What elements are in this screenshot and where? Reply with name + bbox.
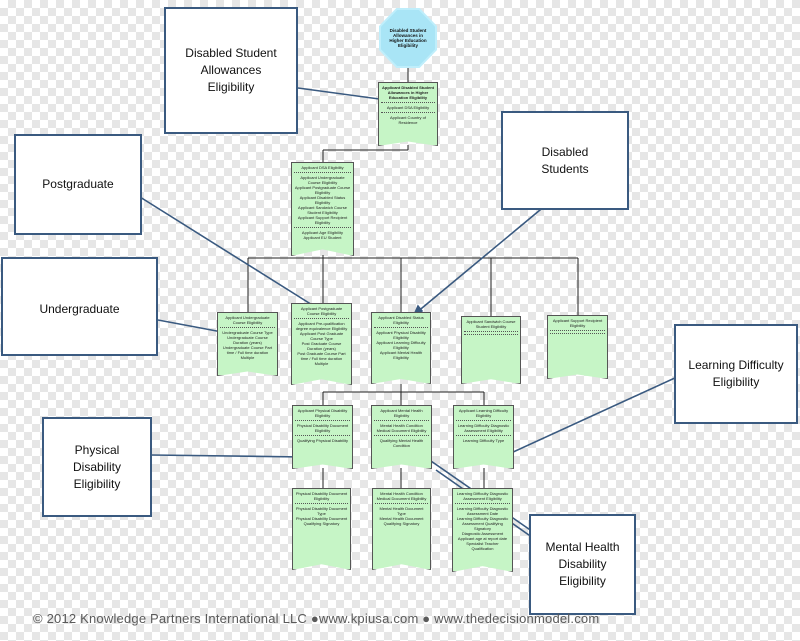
node-learning-difficulty[interactable]: Applicant Learning Difficulty Eligibilit…: [453, 405, 514, 469]
node-row: Undergraduate Course Part time / Full ti…: [222, 345, 273, 360]
callout-undergraduate: Undergraduate: [1, 257, 158, 356]
callout-dsa-eligibility: Disabled Student Allowances Eligibility: [164, 7, 298, 134]
node-separator: [295, 503, 348, 504]
node-row: Applicant Disabled Status Eligibility: [299, 195, 346, 205]
node-title: Applicant Disabled Status Eligibility: [378, 315, 424, 325]
node-row: Specialist Teacher Qualification: [466, 541, 499, 551]
node-row: Applicant EU Student: [303, 235, 342, 240]
node-separator: [550, 333, 605, 334]
node-row: Applicant Postgraduate Course Eligibilit…: [294, 185, 351, 195]
node-title: Applicant Support Recipient Eligibility: [552, 318, 603, 328]
node-row: Learning Difficulty Diagnostic Assessmen…: [456, 506, 509, 516]
node-title: Applicant DSA Eligibility: [301, 165, 344, 170]
root-octagon[interactable]: Disabled Student Allowances in Higher Ed…: [381, 10, 435, 66]
callout-learning-difficulty: Learning Difficulty Eligibility: [674, 324, 798, 424]
node-row: Physical Disability Document Type: [295, 506, 348, 516]
node-mental-document[interactable]: Mental Health Condition Medical Document…: [372, 488, 431, 570]
callout-mental-health: Mental Health Disability Eligibility: [529, 514, 636, 615]
node-title: Applicant Mental Health Eligibility: [380, 408, 423, 418]
node-row: Undergraduate Course Duration (years): [227, 335, 268, 345]
node-row: Applicant Post Graduate Course Type: [299, 331, 344, 341]
callout-text: Undergraduate: [39, 302, 120, 316]
node-separator: [381, 102, 435, 103]
node-physical-document[interactable]: Physical Disability Document Eligibility…: [292, 488, 351, 570]
node-separator: [550, 330, 605, 331]
node-row: Applicant DSA Eligibility: [386, 105, 430, 110]
node-learning-diagnostic[interactable]: Learning Difficulty Diagnostic Assessmen…: [452, 488, 513, 572]
node-disabled-status[interactable]: Applicant Disabled Status Eligibility Ap…: [371, 312, 431, 384]
node-separator: [456, 420, 511, 421]
node-row: Qualifying Mental Health Condition: [379, 438, 424, 448]
root-title: Disabled Student Allowances in Higher Ed…: [389, 28, 427, 48]
node-row: Learning Difficulty Diagnostic Assessmen…: [456, 516, 509, 531]
node-title: Physical Disability Document Eligibility: [295, 491, 348, 501]
node-separator: [374, 420, 429, 421]
node-row: Undergraduate Course Type: [222, 330, 273, 335]
node-separator: [455, 503, 510, 504]
node-separator: [464, 334, 518, 335]
node-row: Post Graduate Course Duration (years): [301, 341, 342, 351]
node-row: Learning Difficulty Type: [462, 438, 505, 443]
copyright-footer: © 2012 Knowledge Partners International …: [33, 611, 600, 626]
node-row: Mental Health Document Qualifying Signat…: [379, 516, 424, 526]
node-row: Applicant Age Eligibility: [301, 230, 344, 235]
node-title: Applicant Sandwich Course Student Eligib…: [466, 319, 516, 329]
node-row: Post Graduate Course Part time / Full ti…: [297, 351, 346, 366]
node-title: Learning Difficulty Diagnostic Assessmen…: [456, 491, 509, 501]
node-row: Mental Health Condition Medical Document…: [376, 423, 427, 433]
node-separator: [374, 327, 428, 328]
node-separator: [456, 435, 511, 436]
node-row: Physical Disability Document Eligibility: [296, 423, 349, 433]
callout-text: Mental Health Disability Eligibility: [545, 540, 620, 588]
node-title: Applicant Undergraduate Course Eligibili…: [225, 315, 270, 325]
node-row: Applicant Sandwich Course Student Eligib…: [298, 205, 347, 215]
node-row: Applicant Physical Disability Eligibilit…: [376, 330, 426, 340]
callout-text: Disabled Student Allowances Eligibility: [185, 46, 277, 94]
callout-text: Postgraduate: [42, 177, 114, 191]
node-row: Applicant Pre-qualification degree equiv…: [295, 321, 348, 331]
node-row: Diagnostic Assessment Applicant age at r…: [457, 531, 508, 541]
node-separator: [294, 227, 351, 228]
node-support-recipient[interactable]: Applicant Support Recipient Eligibility: [547, 315, 608, 379]
node-separator: [374, 435, 429, 436]
node-mental-health[interactable]: Applicant Mental Health Eligibility Ment…: [371, 405, 432, 469]
node-title: Applicant Physical Disability Eligibilit…: [297, 408, 348, 418]
callout-text: Disabled Students: [541, 144, 589, 176]
callout-physical-disability: Physical Disability Eligibility: [42, 417, 152, 517]
node-row: Physical Disability Document Qualifying …: [295, 516, 348, 526]
callout-disabled-students: Disabled Students: [501, 111, 629, 210]
node-separator: [294, 172, 351, 173]
node-row: Applicant Undergraduate Course Eligibili…: [300, 175, 345, 185]
node-separator: [381, 112, 435, 113]
node-title: Applicant Postgraduate Course Eligibilit…: [300, 306, 343, 316]
node-separator: [295, 420, 350, 421]
node-row: Applicant Support Recipient Eligibility: [297, 215, 348, 225]
node-row: Applicant Country of Residence: [389, 115, 427, 125]
node-separator: [220, 327, 275, 328]
node-separator: [294, 318, 349, 319]
node-sandwich[interactable]: Applicant Sandwich Course Student Eligib…: [461, 316, 521, 384]
callout-text: Learning Difficulty Eligibility: [688, 358, 784, 389]
node-title: Mental Health Condition Medical Document…: [376, 491, 427, 501]
node-row: Applicant Mental Health Eligibility: [379, 350, 423, 360]
node-undergraduate[interactable]: Applicant Undergraduate Course Eligibili…: [217, 312, 278, 376]
node-separator: [295, 435, 350, 436]
node-separator: [464, 331, 518, 332]
node-physical-disability[interactable]: Applicant Physical Disability Eligibilit…: [292, 405, 353, 469]
node-title: Applicant Learning Difficulty Eligibilit…: [458, 408, 509, 418]
node-separator: [375, 503, 428, 504]
node-title: Applicant Disabled Student Allowances in…: [381, 85, 434, 100]
node-dsa-eligibility[interactable]: Applicant Disabled Student Allowances in…: [378, 82, 438, 146]
node-row: Qualifying Physical Disability: [297, 438, 348, 443]
callout-postgraduate: Postgraduate: [14, 134, 142, 235]
node-row: Applicant Learning Difficulty Eligibilit…: [376, 340, 426, 350]
callout-text: Physical Disability Eligibility: [72, 442, 121, 491]
node-applicant-dsa[interactable]: Applicant DSA Eligibility Applicant Unde…: [291, 162, 354, 256]
node-row: Mental Health Document Type: [379, 506, 424, 516]
node-row: Learning Difficulty Diagnostic Assessmen…: [457, 423, 510, 433]
node-postgraduate[interactable]: Applicant Postgraduate Course Eligibilit…: [291, 303, 352, 385]
